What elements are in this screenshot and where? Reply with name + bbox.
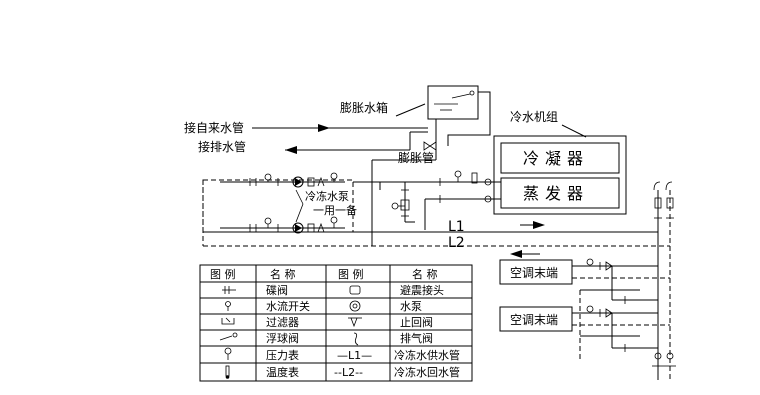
legend-l1-symbol: —L1— — [337, 349, 372, 362]
float-valve-icon — [219, 332, 238, 341]
pump-duty-label: 一用一备 — [313, 203, 357, 217]
terminal-1-label: 空调末端 — [510, 266, 558, 280]
thermometer-icon — [225, 365, 230, 379]
pressure-gauge-icon — [224, 347, 232, 360]
evaporator-label: 蒸发器 — [523, 184, 589, 203]
legend-chw-supply: 冷冻水供水管 — [394, 348, 460, 362]
legend-table: 图 例 名 称 图 例 名 称 碟阀 避震接头 水流开关 水泵 — [199, 264, 473, 382]
legend-header-symbol-1: 图 例 — [210, 267, 236, 281]
air-vent-icon — [353, 332, 359, 346]
pump-line-1 — [220, 172, 345, 188]
flow-switch-icon — [225, 301, 231, 311]
legend-header-name-2: 名 称 — [412, 267, 438, 281]
legend-check-valve: 止回阀 — [400, 315, 433, 329]
drain-pipe-label: 接排水管 — [198, 139, 246, 154]
terminal-2-label: 空调末端 — [510, 313, 558, 327]
chw-pump-label: 冷冻水泵 — [305, 189, 349, 203]
pump-icon — [349, 300, 361, 312]
condenser-label: 冷凝器 — [523, 149, 589, 168]
legend-air-vent: 排气阀 — [400, 331, 433, 345]
legend-header-name-1: 名 称 — [270, 267, 296, 281]
evaporator — [500, 177, 620, 209]
legend-float-valve: 浮球阀 — [266, 331, 299, 345]
vibration-joint-icon — [349, 285, 361, 295]
chiller-unit-label: 冷水机组 — [510, 110, 558, 124]
city-water-label: 接自来水管 — [184, 120, 244, 135]
legend-butterfly-valve: 碟阀 — [266, 283, 288, 297]
check-valve-icon — [348, 317, 362, 328]
right-risers — [652, 181, 676, 380]
l1-label: L1 — [448, 219, 465, 235]
pump-2 — [292, 222, 304, 234]
l2-label: L2 — [448, 235, 465, 251]
pump-1 — [292, 176, 304, 188]
condenser — [500, 142, 620, 174]
chiller-unit-frame — [493, 135, 627, 215]
legend-header-symbol-2: 图 例 — [338, 267, 364, 281]
expansion-tank — [427, 85, 479, 120]
expansion-tank-label: 膨胀水箱 — [340, 100, 388, 115]
legend-vibration-joint: 避震接头 — [400, 283, 444, 297]
filter-icon — [221, 317, 235, 325]
legend-pressure-gauge: 压力表 — [266, 348, 299, 362]
legend-pump: 水泵 — [400, 300, 422, 313]
legend-chw-return: 冷冻水回水管 — [394, 365, 460, 379]
legend-l2-symbol: --L2-- — [334, 366, 363, 379]
terminal-unit-2 — [499, 305, 670, 352]
legend-flow-switch: 水流开关 — [266, 299, 310, 313]
expansion-pipe-label: 膨胀管 — [398, 150, 434, 165]
legend-filter: 过滤器 — [266, 316, 299, 329]
butterfly-valve-icon — [222, 286, 236, 294]
bypass-branch — [391, 182, 415, 223]
pump-line-2 — [220, 216, 345, 234]
terminal-unit-1 — [499, 258, 670, 360]
legend-thermometer: 温度表 — [266, 365, 299, 379]
